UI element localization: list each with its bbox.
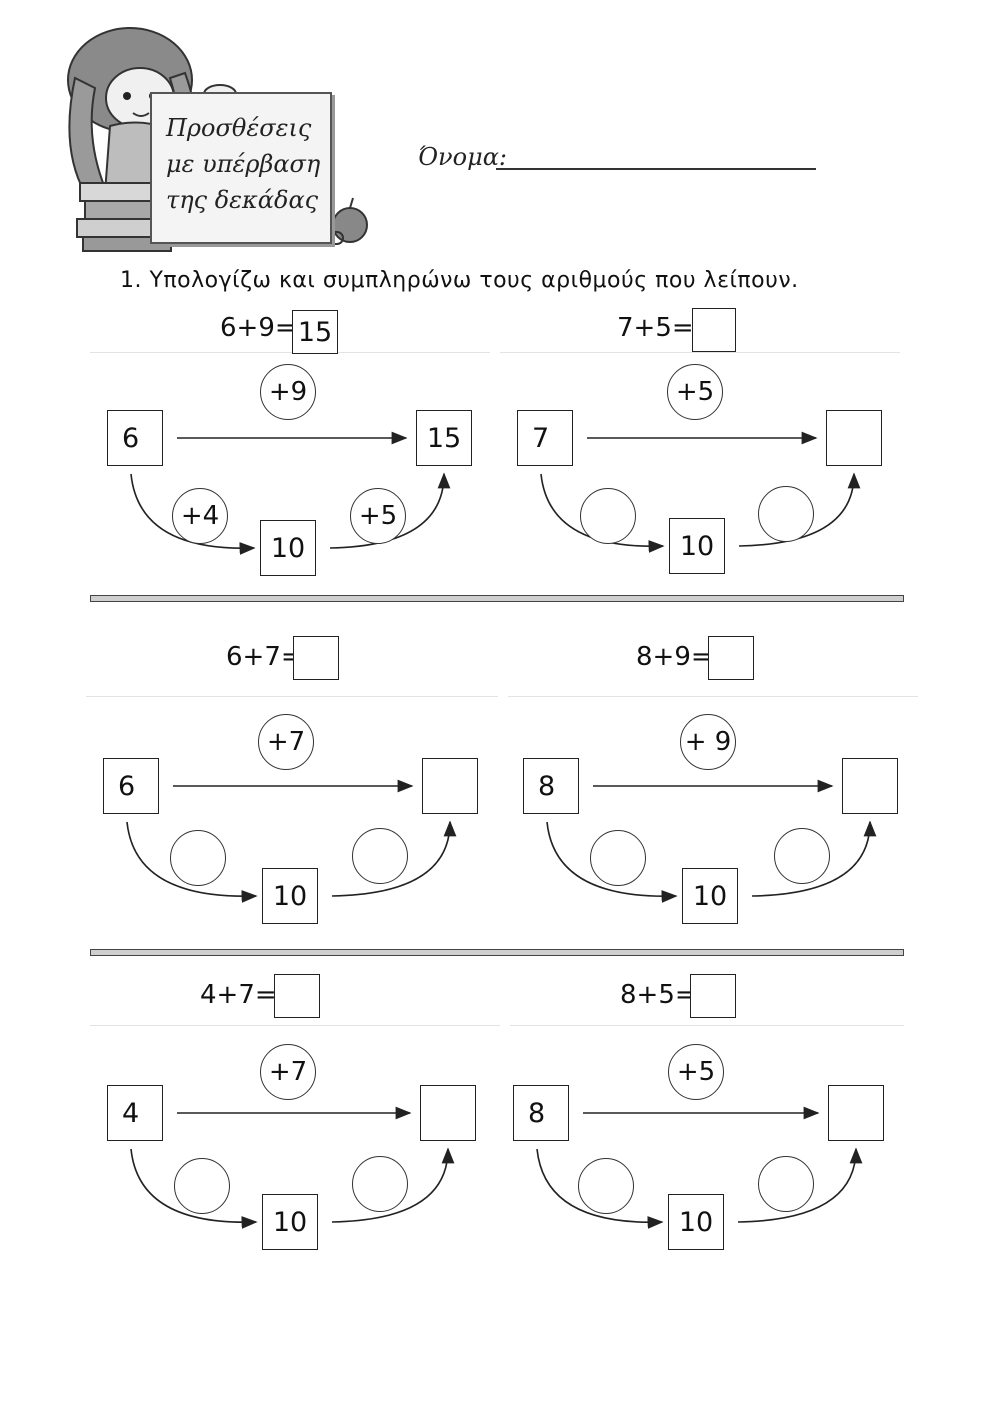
instruction-text: 1. Υπολογίζω και συμπληρώνω τους αριθμού…	[120, 268, 799, 293]
top-step-circle: +5	[668, 1044, 724, 1100]
title-line-2: με υπέρβαση	[166, 150, 321, 178]
answer-box[interactable]	[692, 308, 736, 352]
step2-circle[interactable]: +5	[350, 488, 406, 544]
ten-box: 10	[668, 1194, 724, 1250]
result-box[interactable]	[828, 1085, 884, 1141]
answer-box[interactable]: 15	[292, 310, 338, 354]
step1-circle[interactable]	[578, 1158, 634, 1214]
answer-box[interactable]	[274, 974, 320, 1018]
result-box[interactable]	[422, 758, 478, 814]
equation-text: 7+5=	[617, 313, 694, 343]
title-card: Προσθέσεις με υπέρβαση της δεκάδας	[150, 92, 332, 244]
result-box[interactable]: 15	[416, 410, 472, 466]
step2-circle[interactable]	[758, 1156, 814, 1212]
guide-line	[508, 696, 918, 697]
section-divider	[90, 595, 904, 602]
step2-circle[interactable]	[774, 828, 830, 884]
result-box[interactable]	[842, 758, 898, 814]
title-line-3: της δεκάδας	[166, 186, 319, 214]
step2-circle[interactable]	[352, 828, 408, 884]
guide-line	[500, 352, 900, 353]
ten-box: 10	[669, 518, 725, 574]
result-box[interactable]	[826, 410, 882, 466]
section-divider	[90, 949, 904, 956]
ten-box: 10	[262, 1194, 318, 1250]
step1-circle[interactable]: +4	[172, 488, 228, 544]
guide-line	[86, 696, 498, 697]
start-number-box: 4	[107, 1085, 163, 1141]
step1-circle[interactable]	[174, 1158, 230, 1214]
step1-circle[interactable]	[170, 830, 226, 886]
step1-circle[interactable]	[590, 830, 646, 886]
equation-text: 4+7=	[200, 980, 277, 1010]
top-step-circle: +7	[258, 714, 314, 770]
title-line-1: Προσθέσεις	[166, 114, 312, 142]
guide-line	[510, 1025, 904, 1026]
start-number-box: 8	[513, 1085, 569, 1141]
top-step-circle: +9	[260, 364, 316, 420]
ten-box: 10	[260, 520, 316, 576]
equation-text: 8+5=	[620, 980, 697, 1010]
name-label: Όνομα:	[418, 143, 507, 171]
name-input-line[interactable]	[496, 168, 816, 170]
step2-circle[interactable]	[352, 1156, 408, 1212]
answer-box[interactable]	[708, 636, 754, 680]
top-step-circle: + 9	[680, 714, 736, 770]
start-number-box: 7	[517, 410, 573, 466]
step1-circle[interactable]	[580, 488, 636, 544]
start-number-box: 6	[107, 410, 163, 466]
top-step-circle: +7	[260, 1044, 316, 1100]
start-number-box: 8	[523, 758, 579, 814]
result-box[interactable]	[420, 1085, 476, 1141]
step2-circle[interactable]	[758, 486, 814, 542]
equation-text: 6+9=	[220, 313, 297, 343]
answer-box[interactable]	[690, 974, 736, 1018]
answer-box[interactable]	[293, 636, 339, 680]
start-number-box: 6	[103, 758, 159, 814]
guide-line	[90, 1025, 500, 1026]
ten-box: 10	[682, 868, 738, 924]
equation-text: 8+9=	[636, 642, 713, 672]
ten-box: 10	[262, 868, 318, 924]
equation-text: 6+7=	[226, 642, 303, 672]
guide-line	[90, 352, 490, 353]
top-step-circle: +5	[667, 364, 723, 420]
